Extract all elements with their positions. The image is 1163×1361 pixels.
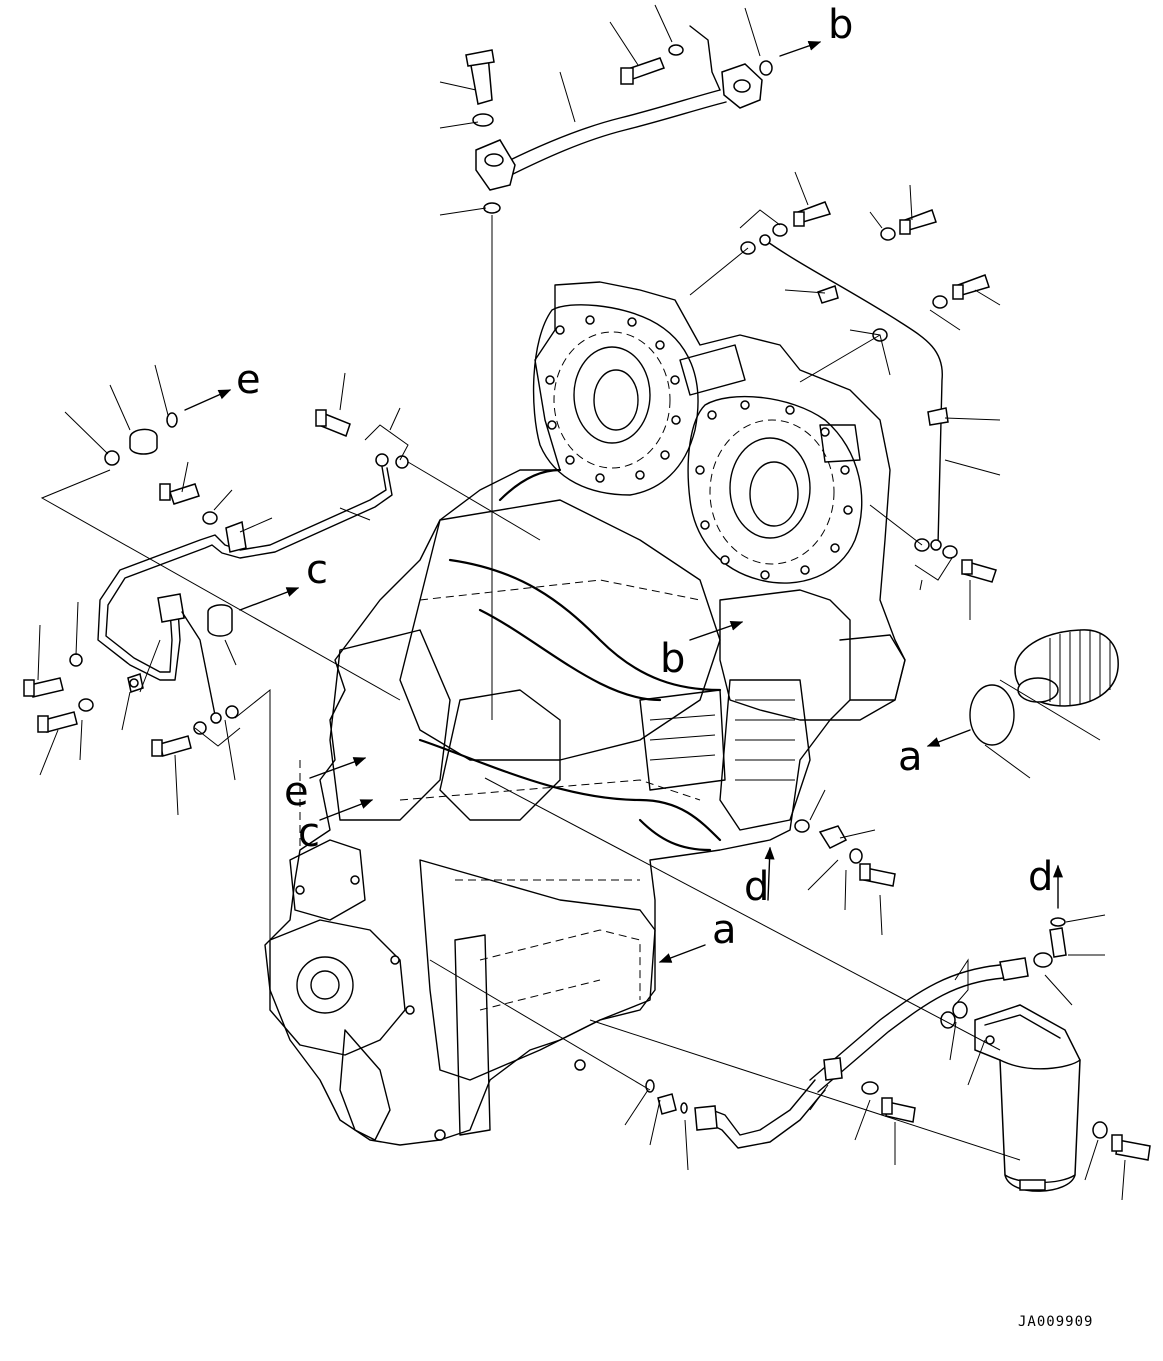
callout-arrows: [184, 40, 1064, 963]
callout-c-left: c: [306, 547, 328, 593]
left-tube-assembly: [23, 409, 409, 757]
drawing-code: JA009909: [1018, 1314, 1094, 1330]
callout-e-left: e: [284, 769, 309, 815]
callout-labels: b e c b a e c d a d: [236, 2, 1053, 953]
callout-a-filter: a: [898, 734, 923, 780]
callout-d-valve: d: [744, 864, 769, 910]
callout-e-top: e: [236, 357, 261, 403]
callout-c-lower: c: [298, 810, 320, 856]
right-upper-tube: [739, 201, 997, 583]
filter-assembly: [645, 629, 1151, 1192]
transmission-assembly: [264, 281, 906, 1146]
flange-bolt-heads: [545, 315, 853, 580]
leader-lines: [37, 4, 1126, 1201]
callout-d-hose: d: [1028, 854, 1053, 900]
callout-b-top: b: [828, 2, 853, 48]
callout-b-valve: b: [660, 636, 685, 682]
upper-oil-pipe: [465, 25, 773, 720]
callout-a-case: a: [712, 907, 737, 953]
